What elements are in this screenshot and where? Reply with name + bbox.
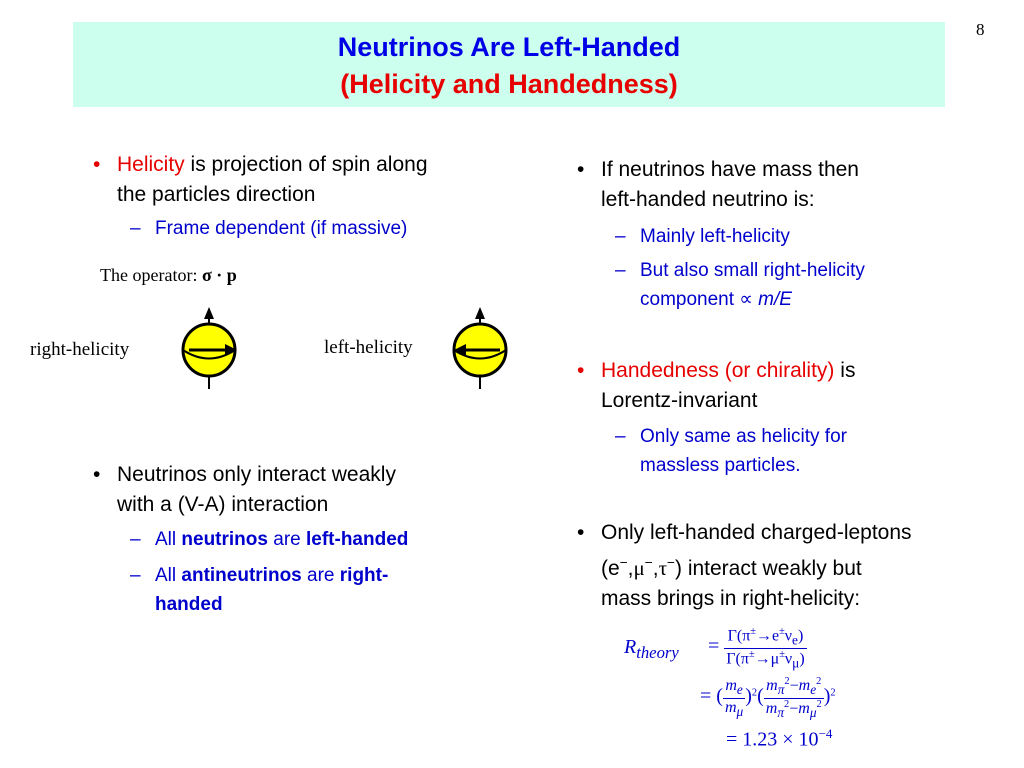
neutrinos-term: neutrinos: [181, 529, 268, 550]
right-helicity-diagram: [181, 307, 237, 389]
sub-small-right-helicity: – But also small right-helicity componen…: [615, 260, 865, 310]
sub-massless-particles: – Only same as helicity for massless par…: [615, 426, 847, 476]
momentum-arrowhead-right: [225, 344, 237, 356]
proportional-symbol: ∝: [739, 289, 753, 310]
operator-line: The operator: σ · p: [100, 265, 237, 286]
helicity-text-2: the particles direction: [117, 183, 316, 206]
equation-result: = 1.23 × 10−4: [726, 726, 833, 751]
bullet-charged-leptons: • Only left-handed charged-leptons (e−,μ…: [577, 521, 912, 610]
rotation-ellipse: [453, 349, 507, 360]
spin-arrowhead: [204, 307, 214, 319]
equation-lhs: Rtheory: [624, 636, 679, 662]
page-number: 8: [976, 20, 985, 39]
bullet-dot: •: [93, 153, 101, 176]
weak-text-2: with a (V-A) interaction: [117, 493, 329, 516]
bullet-handedness: • Handedness (or chirality) is Lorentz-i…: [577, 359, 856, 412]
momentum-arrowhead-left: [454, 344, 466, 356]
sub-mainly-left-helicity: – Mainly left-helicity: [615, 226, 790, 247]
operator-expression: σ · p: [201, 265, 237, 285]
spin-arrowhead: [475, 307, 485, 319]
right-helicity-label: right-helicity: [30, 339, 130, 360]
weak-text-1: Neutrinos only interact weakly: [117, 463, 396, 486]
sub-frame-dependent: – Frame dependent (if massive): [130, 218, 408, 239]
sub-antineutrinos-right-handed: – All antineutrinos are right- handed: [130, 565, 389, 615]
sub-neutrinos-left-handed: – All neutrinos are left-handed: [130, 529, 409, 550]
left-helicity-diagram: [452, 307, 508, 389]
bullet-weak-interaction: • Neutrinos only interact weakly with a …: [93, 463, 396, 516]
antineutrinos-term: antineutrinos: [181, 565, 302, 586]
title-line-2: (Helicity and Handedness): [340, 69, 678, 99]
right-handed-term: right-: [339, 565, 389, 586]
bullet-helicity: • Helicity is projection of spin along t…: [93, 150, 537, 210]
title-line-1: Neutrinos Are Left-Handed: [337, 32, 681, 62]
helicity-text-1: is projection of spin along: [184, 153, 428, 176]
title-banner: Neutrinos Are Left-Handed (Helicity and …: [73, 22, 945, 107]
left-handed-term: left-handed: [306, 529, 409, 550]
bullet-neutrino-mass: • If neutrinos have mass then left-hande…: [577, 158, 859, 211]
left-helicity-label: left-helicity: [324, 337, 413, 358]
handedness-term: Handedness (or chirality): [601, 359, 835, 382]
frame-dependent-text: Frame dependent (if massive): [155, 218, 408, 239]
helicity-term: Helicity: [117, 153, 185, 176]
operator-label: The operator:: [100, 265, 202, 285]
equation-line-1: = Γ(π±→e±νe)Γ(π±→μ±νμ): [708, 626, 807, 671]
